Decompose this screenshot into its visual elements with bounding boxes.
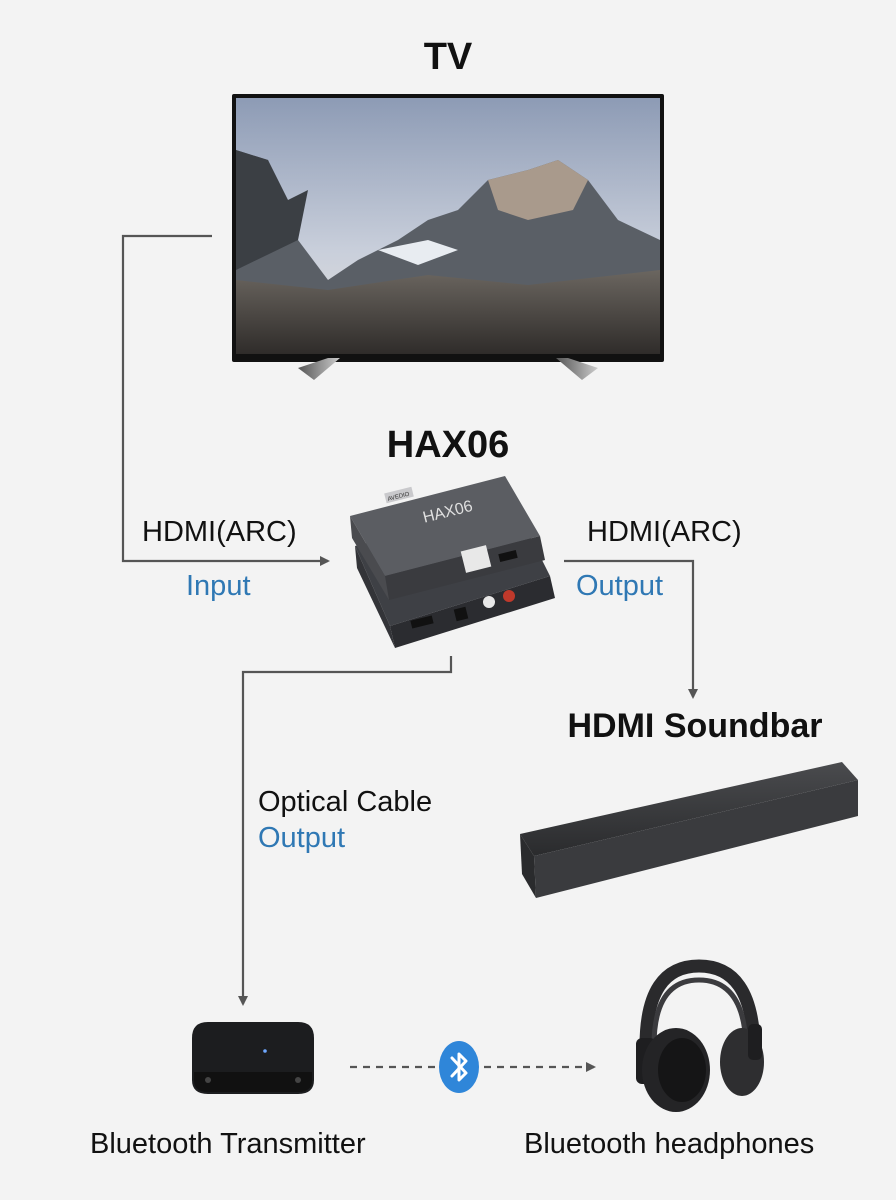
output-label-line2: Output [576,570,664,602]
output-label-line1: HDMI(ARC) [587,516,742,548]
optical-label-line2: Output [258,822,346,854]
tv-image [232,94,664,380]
tv-title: TV [423,36,473,78]
output-line [564,559,698,699]
converter-title: HAX06 [386,424,510,466]
soundbar-image [520,762,858,898]
input-label-line2: Input [186,570,251,602]
headphones-label: Bluetooth headphones [524,1128,815,1160]
converter-brand: AVEDIO [387,491,410,502]
optical-line [238,656,453,1006]
optical-label-line1: Optical Cable [258,786,433,818]
transmitter-image [192,1022,314,1094]
converter-image: AVEDIO HAX06 [350,476,555,648]
input-line [121,234,330,566]
input-label-line1: HDMI(ARC) [142,516,297,548]
headphones-image [636,959,764,1112]
bluetooth-icon [439,1041,479,1093]
soundbar-title: HDMI Soundbar [567,707,823,745]
transmitter-label: Bluetooth Transmitter [90,1128,366,1160]
